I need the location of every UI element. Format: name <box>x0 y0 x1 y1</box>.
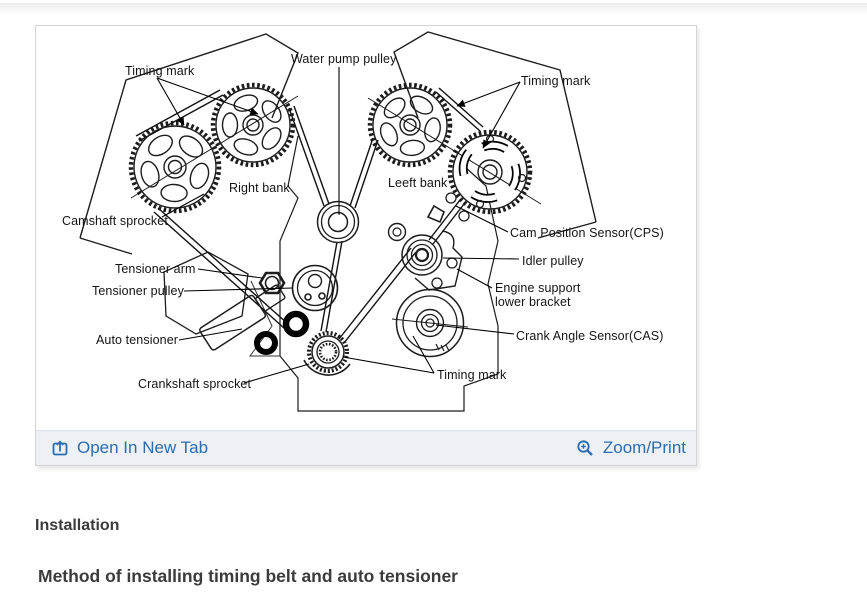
camshaft-sprocket-a <box>128 120 222 214</box>
label-cam-position-sensor: Cam Position Sensor(CPS) <box>510 226 664 240</box>
diagram-toolbar: Open In New Tab Zoom/Print <box>36 430 696 465</box>
label-idler-pulley: Idler pulley <box>522 254 584 268</box>
label-left-bank: Leeft bank <box>388 176 448 190</box>
auto-tensioner-art <box>163 251 310 355</box>
label-auto-tensioner: Auto tensioner <box>96 333 179 347</box>
tensioner-arm-art <box>258 271 286 295</box>
idler-pulley-art <box>401 230 463 291</box>
water-pump-pulley-art <box>316 200 360 244</box>
label-water-pump-pulley: Water pump pulley <box>291 52 397 66</box>
label-tensioner-pulley: Tensioner pulley <box>92 284 184 298</box>
zoom-print-link[interactable]: Zoom/Print <box>576 438 686 458</box>
timing-belt-diagram: Timing mark Water pump pulley Timing mar… <box>36 26 696 430</box>
open-in-new-tab-icon <box>52 440 68 456</box>
label-crank-angle-sensor: Crank Angle Sensor(CAS) <box>516 329 664 343</box>
label-engine-support-line2: lower bracket <box>495 294 571 309</box>
section-heading: Installation <box>35 517 120 534</box>
crank-angle-sensor-art <box>391 288 469 358</box>
page-top-shadow <box>0 3 867 14</box>
label-camshaft-sprocket: Camshaft sprocket <box>62 214 168 228</box>
camshaft-sprocket-cps <box>426 129 533 224</box>
label-engine-support-line1: Engine support <box>495 281 581 295</box>
label-timing-mark-bottom: Timing mark <box>437 368 507 382</box>
label-tensioner-arm: Tensioner arm <box>115 262 196 276</box>
camshaft-sprocket-c <box>367 82 453 168</box>
label-timing-mark-left: Timing mark <box>125 64 195 78</box>
crankshaft-sprocket-art <box>303 331 351 376</box>
zoom-plus-icon <box>577 439 593 456</box>
zoom-print-label: Zoom/Print <box>602 438 686 457</box>
label-timing-mark-right: Timing mark <box>521 74 591 88</box>
open-in-new-tab-label: Open In New Tab <box>77 438 209 457</box>
label-crankshaft-sprocket: Crankshaft sprocket <box>138 377 252 391</box>
camshaft-sprocket-b <box>210 82 296 168</box>
label-right-bank: Right bank <box>229 181 290 195</box>
tensioner-pulley-art <box>291 264 339 312</box>
open-in-new-tab-link[interactable]: Open In New Tab <box>51 438 208 458</box>
diagram-widget: Timing mark Water pump pulley Timing mar… <box>35 25 697 466</box>
engine-line-art <box>79 31 597 412</box>
section-subheading: Method of installing timing belt and aut… <box>38 566 458 586</box>
